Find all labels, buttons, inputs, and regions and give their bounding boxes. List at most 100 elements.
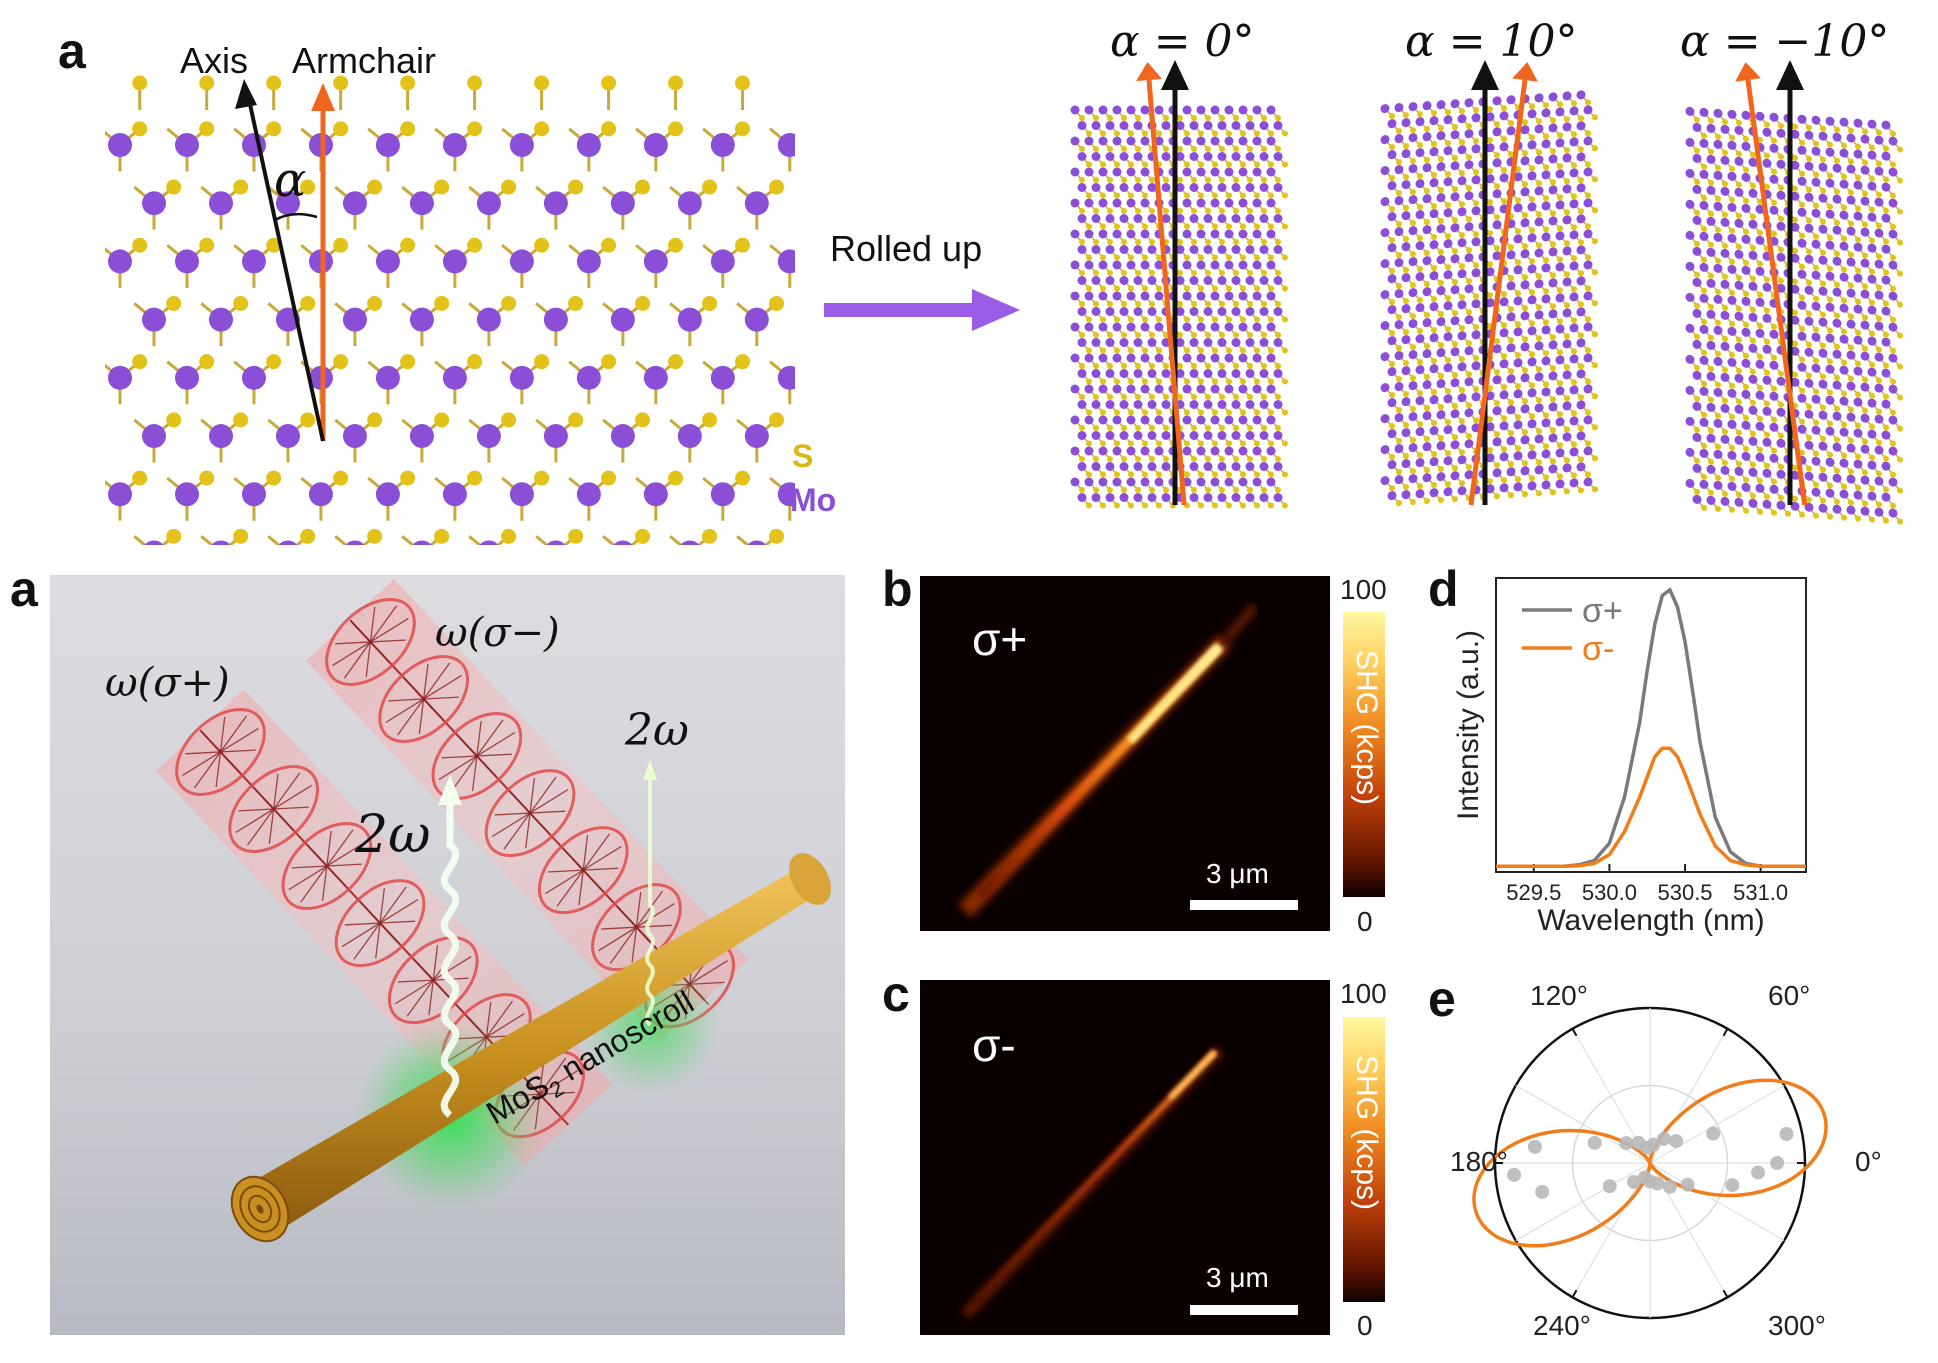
s-atom	[635, 412, 651, 428]
rolled-up-arrow	[824, 289, 1020, 331]
beam1-label: ω(σ+)	[105, 660, 230, 706]
panel-a-top-letter: a	[58, 23, 86, 79]
polarization-circle	[228, 764, 320, 853]
polar-data-point	[1602, 1179, 1617, 1194]
mo-atom	[777, 365, 795, 390]
s-atom	[601, 121, 617, 137]
armchair-label: Armchair	[292, 40, 437, 81]
mo-atom	[744, 307, 769, 332]
s-atom	[534, 121, 550, 137]
mo-atom	[208, 307, 233, 332]
s-atom	[132, 121, 148, 137]
mo-atom	[643, 482, 668, 507]
s-atom	[434, 412, 450, 428]
mo-atom	[442, 249, 467, 274]
angle-label-300: 300°	[1768, 1310, 1826, 1341]
mo-atom	[108, 249, 132, 274]
s-atom	[668, 354, 684, 370]
s-atom	[769, 179, 785, 195]
polar-tick	[1722, 1028, 1729, 1037]
s-atom	[300, 528, 316, 544]
scroll-alpha-minus10	[1685, 60, 1903, 525]
s-atom	[400, 470, 416, 486]
plot-frame	[1495, 577, 1807, 873]
x-tick-label: 530.5	[1657, 880, 1712, 905]
mo-atom	[543, 191, 568, 216]
scroll-title-10: α = 10°	[1405, 16, 1578, 67]
mo-atom	[680, 540, 700, 545]
polar-data-point	[1680, 1177, 1695, 1192]
s-atom	[467, 470, 483, 486]
shg-wave-small	[645, 775, 655, 1027]
mo-atom	[409, 191, 434, 216]
sigma-plus-label: σ+	[972, 613, 1028, 665]
polarization-circle	[281, 822, 373, 911]
polar-data-point	[1770, 1156, 1785, 1170]
polar-data-point	[1619, 1136, 1634, 1151]
mo-atom	[342, 424, 367, 449]
s-atom	[367, 295, 383, 311]
scalebar-c	[1190, 1305, 1298, 1315]
mo-atom	[108, 133, 132, 157]
mo-atom	[744, 424, 769, 449]
x-tick-label: 530.0	[1582, 880, 1637, 905]
polarization-circle	[484, 769, 576, 858]
mo-atom	[241, 365, 266, 390]
s-atom	[467, 121, 483, 137]
s-atom	[635, 528, 651, 544]
mo-atom	[342, 191, 367, 216]
s-atom	[333, 470, 349, 486]
colorbar-c	[1343, 1017, 1385, 1302]
s-atom	[266, 470, 282, 486]
mo-atom	[744, 191, 769, 216]
s-atom	[333, 354, 349, 370]
mo-atom	[710, 133, 735, 157]
scalebar-b	[1190, 900, 1298, 910]
mo-atom	[777, 249, 795, 274]
axis-label: Axis	[180, 40, 249, 81]
mo-atom	[409, 424, 434, 449]
colorbar-b	[1343, 612, 1385, 897]
mos2-lattice	[105, 75, 795, 545]
shg-wave-big	[440, 795, 460, 1118]
polarization-circle	[378, 654, 470, 743]
series-line	[1496, 587, 1806, 868]
scalebar-c-label: 3 μm	[1206, 1262, 1269, 1293]
mo-atom	[710, 365, 735, 390]
s-atom	[400, 75, 416, 91]
polarization-circle	[325, 597, 416, 686]
s-atom	[769, 295, 785, 311]
axis-arrow	[246, 94, 325, 442]
s-atom	[266, 121, 282, 137]
polar-tick	[1722, 1289, 1729, 1298]
polar-data-point	[1650, 1176, 1665, 1191]
mo-atom	[777, 482, 795, 507]
mo-atom	[375, 249, 400, 274]
s-atom	[635, 295, 651, 311]
angle-label-0: 0°	[1855, 1146, 1882, 1177]
mo-atom	[211, 540, 231, 545]
polarization-circle	[334, 879, 426, 968]
s-atom	[735, 470, 751, 486]
s-atom	[735, 354, 751, 370]
angle-label-60: 60°	[1768, 980, 1811, 1011]
s-atom	[333, 75, 349, 91]
polar-tick	[1571, 1028, 1578, 1037]
x-tick-label: 531.0	[1733, 880, 1788, 905]
polar-data-point	[1631, 1135, 1646, 1150]
panel-e-letter: e	[1428, 971, 1456, 1027]
s-atom	[702, 295, 718, 311]
mo-atom	[677, 424, 702, 449]
mo-atom	[677, 191, 702, 216]
mo-atom	[442, 133, 467, 157]
y-axis-label: Intensity (a.u.)	[1452, 630, 1485, 820]
alpha-label: α	[274, 152, 307, 208]
s-atom	[199, 121, 215, 137]
s-atom	[300, 412, 316, 428]
polar-data-point	[1662, 1179, 1677, 1194]
s-atom	[534, 237, 550, 253]
colorbar-b-max: 100	[1340, 574, 1387, 605]
mo-atom	[241, 482, 266, 507]
s-atom	[702, 528, 718, 544]
s-atom	[769, 412, 785, 428]
